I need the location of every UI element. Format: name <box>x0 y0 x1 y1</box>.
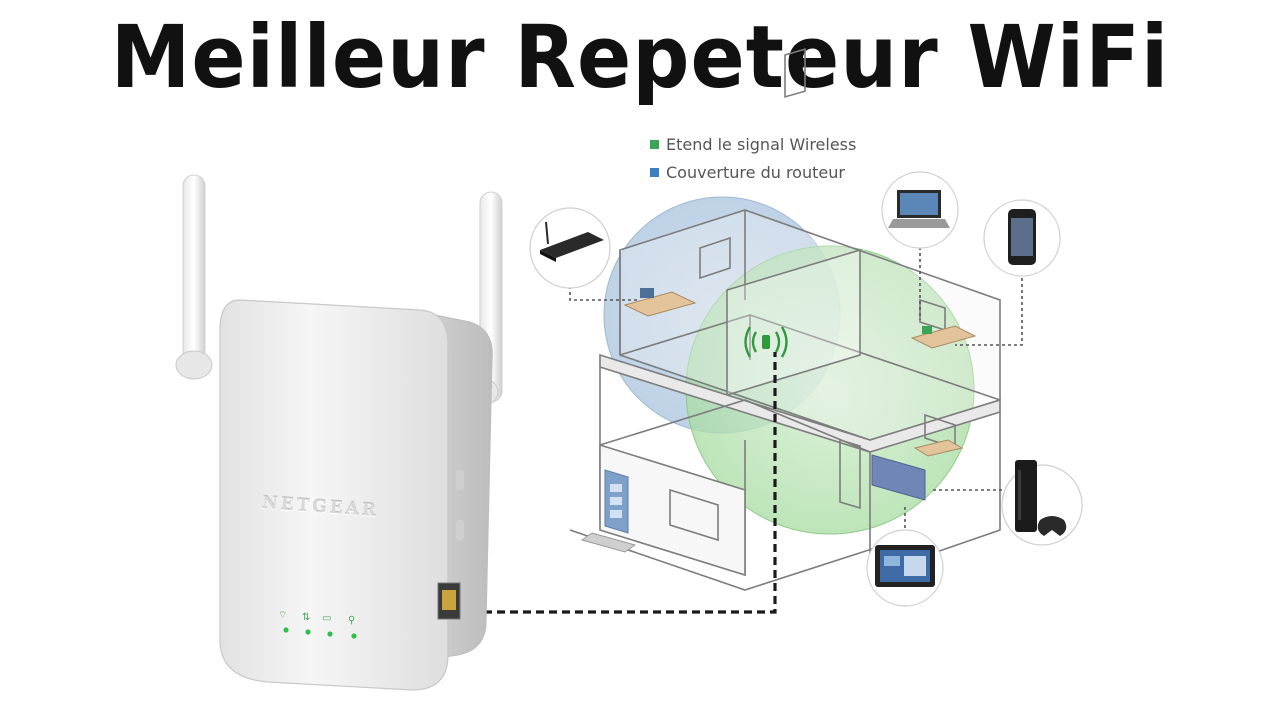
tablet-icon <box>875 545 935 587</box>
legend-item-repeater: Etend le signal Wireless <box>650 130 856 158</box>
laptop-icon <box>888 190 950 228</box>
svg-text:⇅: ⇅ <box>302 612 310 623</box>
wifi-signal-icon <box>744 326 788 358</box>
antenna-left <box>182 174 206 371</box>
game-console-icon <box>1015 460 1067 536</box>
legend: Etend le signal Wireless Couverture du r… <box>650 130 856 186</box>
legend-label: Couverture du routeur <box>666 162 845 182</box>
status-leds: ⌔ ⇅ ▭ ⚲ <box>278 610 357 639</box>
console-bubble <box>1001 460 1083 546</box>
svg-text:⚲: ⚲ <box>348 615 355 626</box>
legend-label: Etend le signal Wireless <box>666 134 857 154</box>
house-illustration <box>569 48 1001 591</box>
page-title: Meilleur Repeteur WiFi <box>110 7 1170 108</box>
sofa-lower <box>871 454 926 501</box>
front-door <box>580 469 637 553</box>
repeater-ethernet-cable <box>458 352 777 614</box>
tablet-bubble <box>866 529 944 607</box>
legend-swatch-green <box>650 139 659 149</box>
svg-text:⌔: ⌔ <box>278 610 287 621</box>
laptop-bubble <box>881 171 959 249</box>
legend-swatch-blue <box>650 167 659 177</box>
router-icon <box>540 221 604 262</box>
smartphone-icon <box>1008 209 1036 265</box>
repeater-device: ⌔ ⇅ ▭ ⚲ <box>175 174 503 691</box>
legend-item-router: Couverture du routeur <box>650 158 856 186</box>
phone-bubble <box>983 199 1061 277</box>
desk-upstairs-right <box>910 325 977 349</box>
svg-text:▭: ▭ <box>322 613 331 624</box>
router-bubble <box>529 207 611 289</box>
desk-lower <box>913 439 964 457</box>
desk-upstairs-left <box>623 288 697 317</box>
